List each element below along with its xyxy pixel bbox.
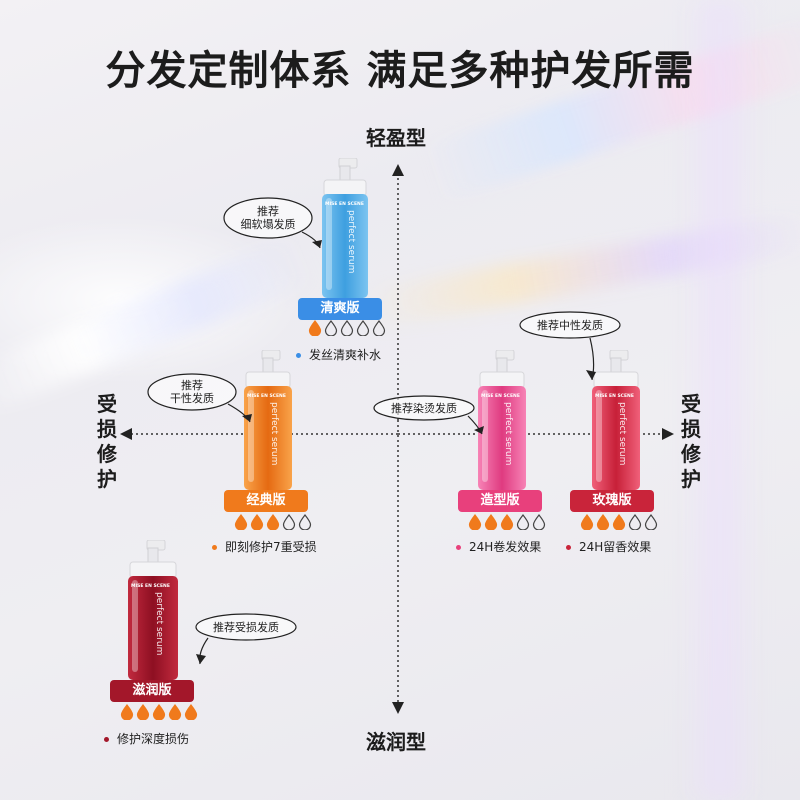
water-drop-icon (612, 514, 626, 530)
axis-label-left: 受损修护 (97, 392, 117, 491)
axis-label-bottom: 滋润型 (366, 730, 426, 754)
product-badge-qingshuang: 清爽版 (298, 298, 382, 320)
product-bottle-qingshuang: MISE EN SCENE perfect serum (322, 158, 368, 298)
page-title: 分发定制体系 满足多种护发所需 (105, 48, 695, 94)
bullet-dot (212, 545, 217, 550)
water-drop-icon (516, 514, 530, 530)
bubble-text-b2: 推荐干性发质 (170, 379, 214, 405)
product-badge-meigui: 玫瑰版 (570, 490, 654, 512)
bottle-brand-text: MISE EN SCENE (325, 201, 364, 207)
moisture-rating-jingdian (234, 514, 314, 532)
water-drop-icon (596, 514, 610, 530)
product-bottle-meigui: MISE EN SCENE perfect serum (592, 350, 640, 490)
bubble-text-b5: 推荐受损发质 (213, 620, 279, 634)
water-drop-icon (266, 514, 280, 530)
product-feature-meigui: 24H留香效果 (566, 538, 651, 555)
water-drop-icon (468, 514, 482, 530)
axis-label-right: 受损修护 (681, 392, 701, 491)
water-drop-icon (234, 514, 248, 530)
bottle-name-text: perfect serum (346, 210, 356, 273)
feature-text: 24H留香效果 (579, 540, 652, 554)
feature-text: 24H卷发效果 (469, 540, 542, 554)
axis-label-top: 轻盈型 (366, 126, 426, 150)
water-drop-icon (282, 514, 296, 530)
water-drop-icon (136, 704, 150, 720)
water-drop-icon (644, 514, 658, 530)
speech-bubble-b4 (519, 311, 621, 380)
product-bottle-jingdian: MISE EN SCENE perfect serum (244, 350, 292, 490)
water-drop-icon (184, 704, 198, 720)
water-drop-icon (356, 320, 370, 336)
product-feature-jingdian: 即刻修护7重受损 (212, 538, 317, 555)
bottle-name-text: perfect serum (269, 402, 279, 465)
bottle-name-text: perfect serum (617, 402, 627, 465)
water-drop-icon (628, 514, 642, 530)
speech-bubble-b2 (147, 373, 252, 423)
feature-text: 修护深度损伤 (117, 732, 190, 746)
moisture-rating-meigui (580, 514, 660, 532)
water-drop-icon (308, 320, 322, 336)
bullet-dot (566, 545, 571, 550)
speech-bubble-b5 (195, 613, 297, 665)
speech-bubble-b1 (223, 197, 322, 249)
water-drop-icon (340, 320, 354, 336)
water-drop-icon (168, 704, 182, 720)
water-drop-icon (250, 514, 264, 530)
moisture-rating-zaoxing (468, 514, 548, 532)
water-drop-icon (324, 320, 338, 336)
water-drop-icon (298, 514, 312, 530)
feature-text: 发丝清爽补水 (309, 348, 382, 362)
water-drop-icon (152, 704, 166, 720)
bottle-brand-text: MISE EN SCENE (595, 393, 634, 399)
moisture-rating-zirun (120, 704, 200, 722)
moisture-rating-qingshuang (308, 320, 388, 338)
product-badge-zirun: 滋润版 (110, 680, 194, 702)
water-drop-icon (372, 320, 386, 336)
bottle-brand-text: MISE EN SCENE (247, 393, 286, 399)
water-drop-icon (532, 514, 546, 530)
product-badge-jingdian: 经典版 (224, 490, 308, 512)
bottle-brand-text: MISE EN SCENE (131, 583, 170, 589)
bubble-text-b1: 推荐细软塌发质 (240, 205, 296, 231)
bubble-text-b4: 推荐中性发质 (537, 318, 603, 332)
feature-text: 即刻修护7重受损 (225, 540, 317, 554)
product-feature-zirun: 修护深度损伤 (104, 730, 189, 747)
product-feature-zaoxing: 24H卷发效果 (456, 538, 541, 555)
product-badge-zaoxing: 造型版 (458, 490, 542, 512)
bullet-dot (456, 545, 461, 550)
speech-bubble-b3 (373, 395, 484, 435)
bottle-brand-text: MISE EN SCENE (481, 393, 520, 399)
water-drop-icon (580, 514, 594, 530)
bubble-text-b3: 推荐染烫发质 (391, 401, 457, 415)
product-feature-qingshuang: 发丝清爽补水 (296, 346, 381, 363)
bottle-name-text: perfect serum (503, 402, 513, 465)
water-drop-icon (484, 514, 498, 530)
bullet-dot (104, 737, 109, 742)
product-bottle-zaoxing: MISE EN SCENE perfect serum (478, 350, 526, 490)
water-drop-icon (120, 704, 134, 720)
product-bottle-zirun: MISE EN SCENE perfect serum (128, 540, 178, 680)
bullet-dot (296, 353, 301, 358)
water-drop-icon (500, 514, 514, 530)
bottle-name-text: perfect serum (154, 592, 164, 655)
